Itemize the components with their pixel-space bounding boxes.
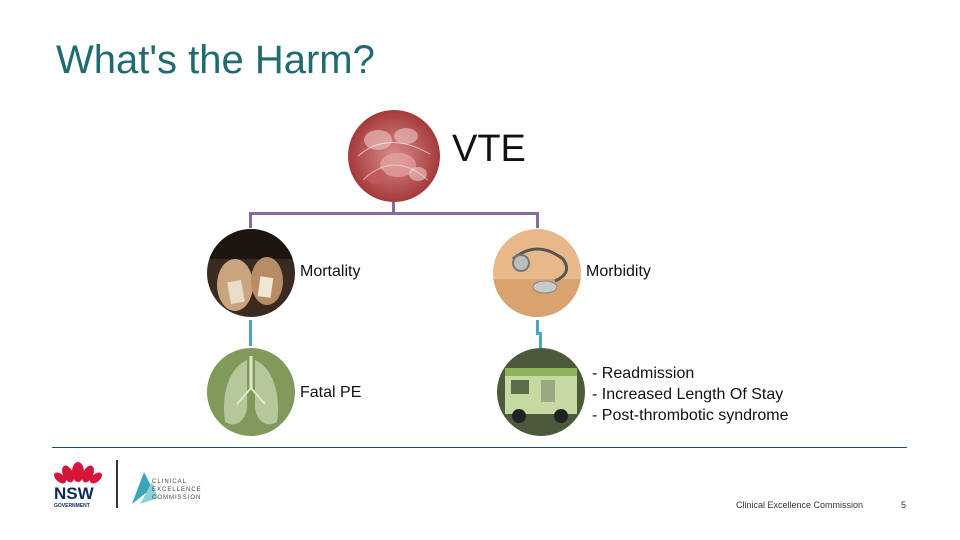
toe-tag-icon	[207, 229, 295, 317]
footer-rule	[52, 447, 907, 448]
page-number: 5	[901, 500, 907, 510]
mortality-connector	[249, 320, 252, 346]
morbidity-label: Morbidity	[586, 263, 651, 280]
morbidity-connector-top	[536, 320, 539, 334]
outcome-length-of-stay: - Increased Length Of Stay	[592, 386, 784, 403]
nsw-wordmark: NSW	[54, 484, 94, 503]
page-title: What's the Harm?	[56, 38, 375, 82]
stethoscope-icon	[493, 229, 581, 317]
nsw-government-logo: NSW GOVERNMENT	[50, 456, 106, 512]
nsw-government-text: GOVERNMENT	[54, 503, 90, 509]
root-stem	[392, 202, 395, 214]
cec-logo	[130, 468, 220, 508]
outcome-post-thrombotic: - Post-thrombotic syndrome	[592, 407, 789, 424]
logo-divider	[116, 460, 118, 508]
morbidity-connector-bottom	[539, 332, 542, 348]
cec-wordmark: CLINICAL EXCELLENCE COMMISSION	[152, 479, 202, 501]
fatal-pe-label: Fatal PE	[300, 384, 362, 401]
footer-org: Clinical Excellence Commission	[736, 500, 864, 510]
mortality-label: Mortality	[300, 263, 361, 280]
outcomes-list: - Readmission - Increased Length Of Stay…	[592, 363, 789, 426]
ambulance-icon	[497, 348, 585, 436]
root-label: VTE	[452, 128, 526, 170]
lungs-icon	[207, 348, 295, 436]
right-branch	[536, 212, 539, 228]
outcome-readmission: - Readmission	[592, 365, 695, 382]
left-branch	[249, 212, 252, 228]
tree-bar	[249, 212, 539, 215]
blood-clot-icon	[348, 110, 440, 202]
